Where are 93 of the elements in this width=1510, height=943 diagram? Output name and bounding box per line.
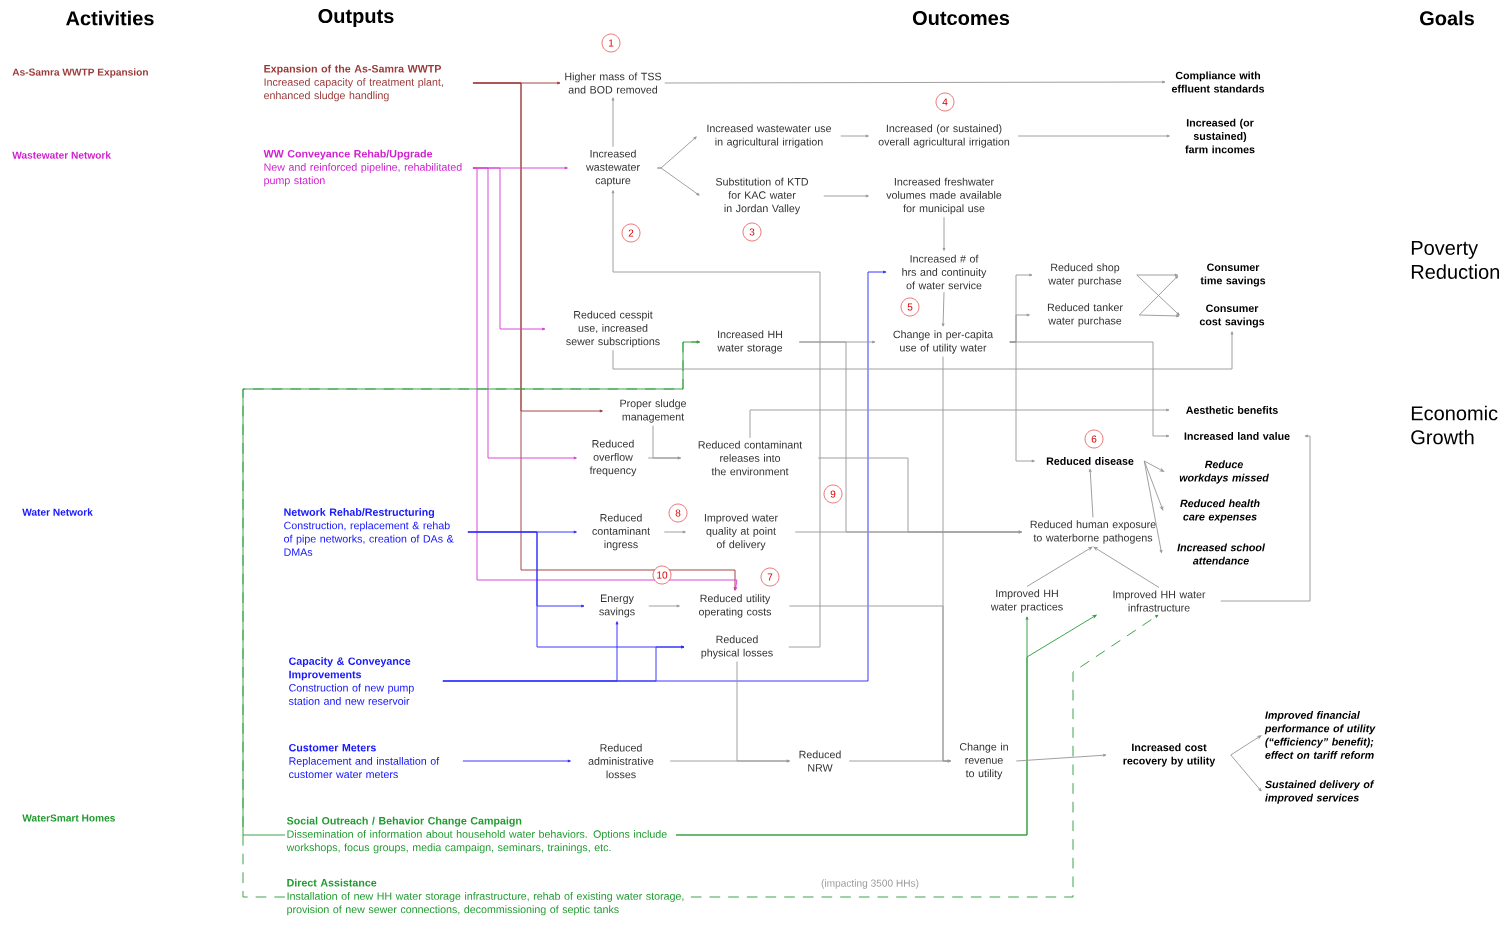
goal-text: Reduce workdays missed: [1179, 460, 1269, 484]
outcome-text: Proper sludge management: [620, 399, 686, 423]
outcome-text: Reduced contaminant ingress: [592, 513, 650, 551]
arrow: [823, 194, 869, 198]
outcome-text: Reduced shop water purchase: [1048, 263, 1122, 287]
goal-text: Increased school attendance: [1177, 543, 1266, 565]
goal-text: Consumer time savings: [1200, 263, 1266, 287]
output-text: Customer Meters Replacement and installation of customer water meters: [289, 743, 440, 779]
outcome-text: Increased wastewater use in agricultural irrigation: [707, 124, 832, 148]
arrow: [647, 456, 681, 460]
arrow: [941, 291, 945, 327]
outcome-text: Energy savings: [599, 594, 635, 618]
outcome-text: Higher mass of TSS and BOD removed: [565, 72, 662, 94]
arrow: [664, 80, 1166, 84]
outcome-text: Change in revenue to utility: [959, 742, 1008, 780]
outcome-text: Reduced physical losses: [701, 635, 773, 659]
goal-text: Increased land value: [1184, 432, 1290, 440]
note-text: (impacting 3500 HHs): [821, 879, 919, 889]
outcome-text: Improved water quality at point of delivery: [704, 513, 778, 551]
arrow: [1143, 460, 1165, 472]
column-heading: Outputs: [318, 8, 394, 28]
output-text: WW Conveyance Rehab/Upgrade New and reinforced pipeline, rehabilitated pump station: [263, 149, 462, 187]
activity-label: WaterSmart Homes: [22, 814, 115, 822]
arrow: [1138, 314, 1180, 318]
arrow: [942, 216, 946, 251]
arrow: [472, 167, 738, 591]
goal-text: Compliance with effluent standards: [1171, 71, 1265, 93]
outcome-text: Reduced contaminant releases into the environment: [698, 440, 803, 476]
arrow: [675, 614, 1097, 836]
outcome-text: Reduced human exposure to waterborne pathogens: [1030, 520, 1156, 544]
arrow: [749, 408, 1170, 439]
column-heading: Goals: [1420, 10, 1474, 26]
goal-heading: Economic Growth: [1411, 405, 1498, 445]
outcome-text: Increased # of hrs and continuity of water service: [902, 254, 987, 290]
output-text: Direct Assistance Installation of new HH water storage infrastructure, rehab of existing water storage, provision of new sewer connections, decommissioning of septic tanks: [287, 878, 684, 916]
goal-text: Aesthetic benefits: [1186, 406, 1278, 414]
arrow: [690, 614, 1159, 898]
goal-text: Reduced disease: [1046, 457, 1134, 465]
activity-label: Water Network: [22, 508, 93, 516]
arrow: [1088, 468, 1094, 518]
arrow: [840, 134, 869, 138]
column-heading: Activities: [66, 10, 154, 26]
arrow: [848, 759, 951, 763]
arrow: [612, 331, 1234, 370]
arrow: [472, 82, 737, 591]
goal-heading: Poverty Reduction: [1411, 241, 1500, 279]
outcome-text: Change in per-capita use of utility water: [893, 330, 994, 354]
arrow: [1015, 753, 1107, 762]
outcome-text: Reduced utility operating costs: [699, 594, 772, 618]
arrow: [1143, 460, 1164, 511]
arrow: [669, 759, 790, 763]
arrow: [611, 190, 821, 648]
outcome-text: Reduced administrative losses: [588, 743, 654, 779]
outcome-text: Improved HH water infrastructure: [1113, 590, 1206, 612]
outcome-text: Reduced tanker water purchase: [1047, 303, 1123, 327]
goal-text: Increased cost recovery by utility: [1123, 743, 1216, 767]
outcome-text: Increased (or sustained) overall agricultural irrigation: [878, 124, 1010, 148]
arrow: [1017, 134, 1170, 138]
output-text: Network Rehab/Restructuring Construction, replacement & rehab of pipe networks, creation of DAs & DMAs: [284, 508, 454, 556]
arrow: [1093, 546, 1160, 588]
output-text: Expansion of the As-Samra WWTP Increased capacity of treatment plant, enhanced sludge handling: [264, 64, 443, 102]
column-heading: Outcomes: [912, 10, 1010, 26]
arrow: [648, 604, 680, 608]
outcome-text: Increased wastewater capture: [586, 149, 640, 187]
arrow: [1136, 273, 1178, 277]
arrow: [1009, 341, 1170, 438]
arrow: [611, 97, 615, 148]
goal-text: Reduced health care expenses: [1180, 499, 1260, 523]
output-text: Social Outreach / Behavior Change Campaign Dissemination of information about household water behaviors. Options include workshops, focus groups, media campaign, seminars, trainings, etc.: [286, 816, 667, 854]
arrow: [656, 167, 700, 196]
outcome-text: Increased HH water storage: [717, 330, 783, 354]
arrow: [1230, 735, 1262, 756]
outcome-text: Improved HH water practices: [990, 589, 1063, 613]
outcome-text: Reduced cesspit use, increased sewer subscriptions: [566, 310, 660, 348]
goal-text: Increased (or sustained) farm incomes: [1185, 118, 1255, 154]
arrow: [462, 759, 571, 763]
activity-label: As-Samra WWTP Expansion: [12, 68, 148, 78]
output-text: Capacity & Conveyance Improvements Construction of new pump station and new reservoir: [288, 657, 414, 705]
goal-text: Improved financial performance of utility (“efficiency” benefit); effect on tariff reform: [1264, 711, 1376, 759]
arrow: [442, 270, 887, 682]
goal-text: Sustained delivery of improved services: [1265, 780, 1375, 804]
arrow: [663, 530, 686, 534]
arrow: [1230, 754, 1262, 792]
goal-text: Consumer cost savings: [1199, 304, 1265, 328]
activity-label: Wastewater Network: [12, 151, 111, 159]
outcome-text: Increased freshwater volumes made available for municipal use: [886, 177, 1002, 215]
outcome-text: Reduced overflow frequency: [589, 439, 637, 477]
arrow: [1026, 546, 1093, 587]
outcome-text: Substitution of KTD for KAC water in Jordan Valley: [715, 177, 809, 215]
arrow: [794, 530, 1022, 534]
arrow: [1220, 434, 1311, 602]
outcome-text: Reduced NRW: [799, 750, 841, 772]
arrow: [1143, 460, 1163, 554]
